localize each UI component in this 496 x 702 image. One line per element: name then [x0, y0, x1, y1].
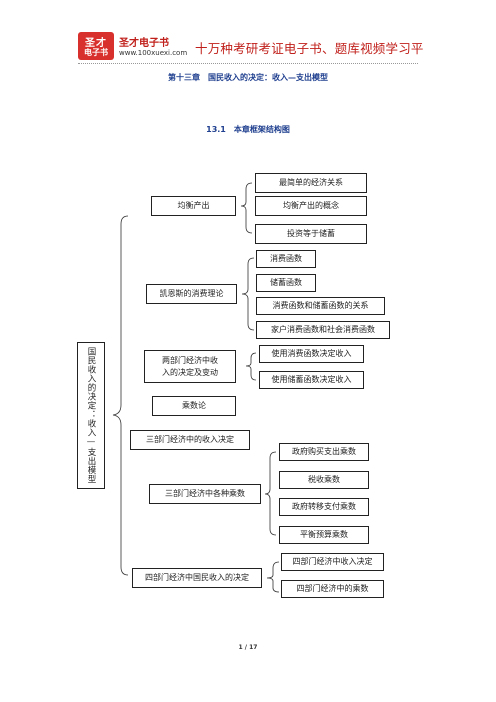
- topic-label: 均衡产出: [177, 201, 210, 210]
- page-number: 1 / 17: [238, 644, 258, 651]
- subtopic-label: 政府转移支付乘数: [292, 502, 356, 511]
- topic-four-sector-income: 四部门经济中国民收入的决定: [132, 568, 262, 588]
- topic-three-sector-income: 三部门经济中的收入决定: [130, 430, 250, 450]
- root-topic-box: 国民收入的决定：收入—支出模型: [77, 342, 105, 489]
- subtopic-box: 均衡产出的概念: [255, 196, 367, 216]
- brand-name: 圣才电子书: [119, 38, 169, 49]
- brace-keynes: [241, 257, 255, 331]
- subtopic-label: 投资等于储蓄: [287, 229, 335, 238]
- subtopic-label: 四部门经济中收入决定: [292, 557, 373, 566]
- topic-label: 四部门经济中国民收入的决定: [145, 573, 249, 582]
- topic-three-sector-multipliers: 三部门经济中各种乘数: [149, 484, 261, 504]
- subtopic-label: 消费函数和储蓄函数的关系: [272, 301, 369, 310]
- logo-text-bottom: 电子书: [84, 48, 108, 57]
- subtopic-box: 使用储蓄函数决定收入: [259, 371, 364, 389]
- subtopic-label: 储蓄函数: [270, 278, 302, 287]
- subtopic-label: 平衡预算乘数: [300, 530, 348, 539]
- subtopic-label: 家户消费函数和社会消费函数: [271, 325, 375, 334]
- brand-url[interactable]: www.100xuexi.com: [119, 49, 188, 57]
- subtopic-box: 政府购买支出乘数: [279, 443, 369, 461]
- header-divider: [78, 63, 418, 64]
- brace-four-sector: [266, 561, 280, 593]
- root-topic-label: 国民收入的决定：收入—支出模型: [86, 347, 96, 484]
- subtopic-box: 储蓄函数: [256, 274, 316, 292]
- subtopic-box: 最简单的经济关系: [255, 173, 367, 193]
- brace-equilibrium: [240, 182, 253, 234]
- subtopic-label: 税收乘数: [308, 475, 340, 484]
- subtopic-box: 四部门经济中的乘数: [281, 580, 384, 598]
- brand-logo: 圣才 电子书: [78, 32, 114, 60]
- topic-label: 乘数论: [182, 401, 206, 410]
- subtopic-label: 使用消费函数决定收入: [271, 349, 352, 358]
- subtopic-label: 四部门经济中的乘数: [296, 584, 369, 593]
- brace-three-sector-multipliers: [264, 451, 277, 536]
- subtopic-box: 税收乘数: [279, 471, 369, 489]
- topic-label: 两部门经济中收入的决定及变动: [162, 355, 218, 377]
- subtopic-box: 家户消费函数和社会消费函数: [256, 321, 390, 339]
- subtopic-label: 消费函数: [270, 254, 302, 263]
- subtopic-box: 四部门经济中收入决定: [281, 553, 384, 571]
- subtopic-label: 最简单的经济关系: [279, 178, 343, 187]
- topic-equilibrium-output: 均衡产出: [151, 196, 236, 216]
- subtopic-label: 政府购买支出乘数: [292, 447, 356, 456]
- subtopic-box: 消费函数和储蓄函数的关系: [256, 297, 385, 315]
- subtopic-box: 使用消费函数决定收入: [259, 345, 364, 363]
- subtopic-box: 消费函数: [256, 250, 316, 268]
- brace-two-sector: [245, 352, 257, 381]
- section-title: 13.1 本章框架结构图: [206, 125, 290, 134]
- header-slogan: 十万种考研考证电子书、题库视频学习平: [195, 41, 424, 56]
- logo-text-top: 圣才: [85, 38, 107, 49]
- topic-label: 凯恩斯的消费理论: [159, 289, 224, 298]
- root-brace: [112, 215, 129, 576]
- topic-keynes-consumption: 凯恩斯的消费理论: [146, 284, 237, 304]
- subtopic-box: 投资等于储蓄: [255, 224, 367, 244]
- topic-multiplier-theory: 乘数论: [152, 396, 236, 416]
- topic-label: 三部门经济中各种乘数: [165, 489, 245, 498]
- topic-two-sector-income: 两部门经济中收入的决定及变动: [144, 350, 236, 383]
- subtopic-label: 均衡产出的概念: [283, 201, 339, 210]
- subtopic-label: 使用储蓄函数决定收入: [271, 375, 352, 384]
- subtopic-box: 政府转移支付乘数: [279, 498, 369, 516]
- topic-label: 三部门经济中的收入决定: [146, 435, 234, 444]
- chapter-title: 第十三章 国民收入的决定：收入—支出模型: [168, 73, 328, 82]
- subtopic-box: 平衡预算乘数: [279, 526, 369, 544]
